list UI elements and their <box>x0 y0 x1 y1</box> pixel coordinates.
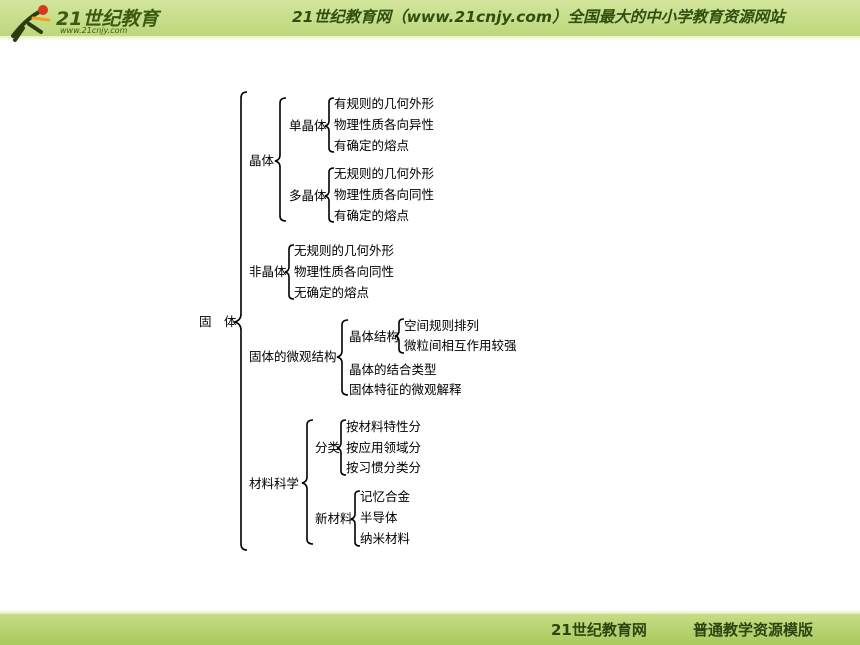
crystal-structure-label: 晶体结构 <box>349 329 400 344</box>
footer-bar <box>0 614 860 645</box>
new-material-label: 新材料 <box>315 511 353 526</box>
runner-logo-icon <box>11 5 51 42</box>
header-slogan: 21世纪教育网（www.21cnjy.com）全国最大的中小学教育资源网站 <box>292 8 785 26</box>
footer-template-name: 普通教学资源模版 <box>693 621 814 639</box>
classify-item: 按习惯分类分 <box>346 460 422 475</box>
new-material-item: 记忆合金 <box>360 489 411 504</box>
amorphous-item: 物理性质各向同性 <box>294 264 395 279</box>
new-material-item: 纳米材料 <box>360 531 411 546</box>
amorphous-item: 无确定的熔点 <box>294 285 370 300</box>
header-bar <box>0 0 860 36</box>
amorphous-item: 无规则的几何外形 <box>294 243 395 258</box>
logo-url: www.21cnjy.com <box>60 26 128 35</box>
root-label: 固 体 <box>199 314 237 329</box>
material-science-label: 材料科学 <box>249 476 300 491</box>
micro-structure-label: 固体的微观结构 <box>249 349 337 364</box>
footer-divider <box>0 610 860 614</box>
single-crystal-item: 有规则的几何外形 <box>334 96 435 111</box>
poly-crystal-label: 多晶体 <box>289 188 327 203</box>
crystal-structure-item: 空间规则排列 <box>404 318 480 333</box>
single-crystal-item: 有确定的熔点 <box>334 138 410 153</box>
logo-title: 21世纪教育 <box>56 8 159 30</box>
poly-crystal-item: 有确定的熔点 <box>334 208 410 223</box>
single-crystal-item: 物理性质各向异性 <box>334 117 435 132</box>
micro-structure-item: 固体特征的微观解释 <box>349 382 462 397</box>
classify-item: 按应用领域分 <box>346 440 422 455</box>
single-crystal-label: 单晶体 <box>289 118 327 133</box>
crystal-label: 晶体 <box>249 153 275 168</box>
amorphous-label: 非晶体 <box>249 264 287 279</box>
site-logo[interactable] <box>5 2 165 42</box>
footer-site-name[interactable]: 21世纪教育网 <box>551 621 647 639</box>
poly-crystal-item: 物理性质各向同性 <box>334 187 435 202</box>
new-material-item: 半导体 <box>360 510 398 525</box>
classify-item: 按材料特性分 <box>346 419 422 434</box>
poly-crystal-item: 无规则的几何外形 <box>334 166 435 181</box>
micro-structure-item: 晶体的结合类型 <box>349 362 437 377</box>
crystal-structure-item: 微粒间相互作用较强 <box>404 338 517 353</box>
classify-label: 分类 <box>315 440 341 455</box>
header-divider <box>0 36 860 41</box>
